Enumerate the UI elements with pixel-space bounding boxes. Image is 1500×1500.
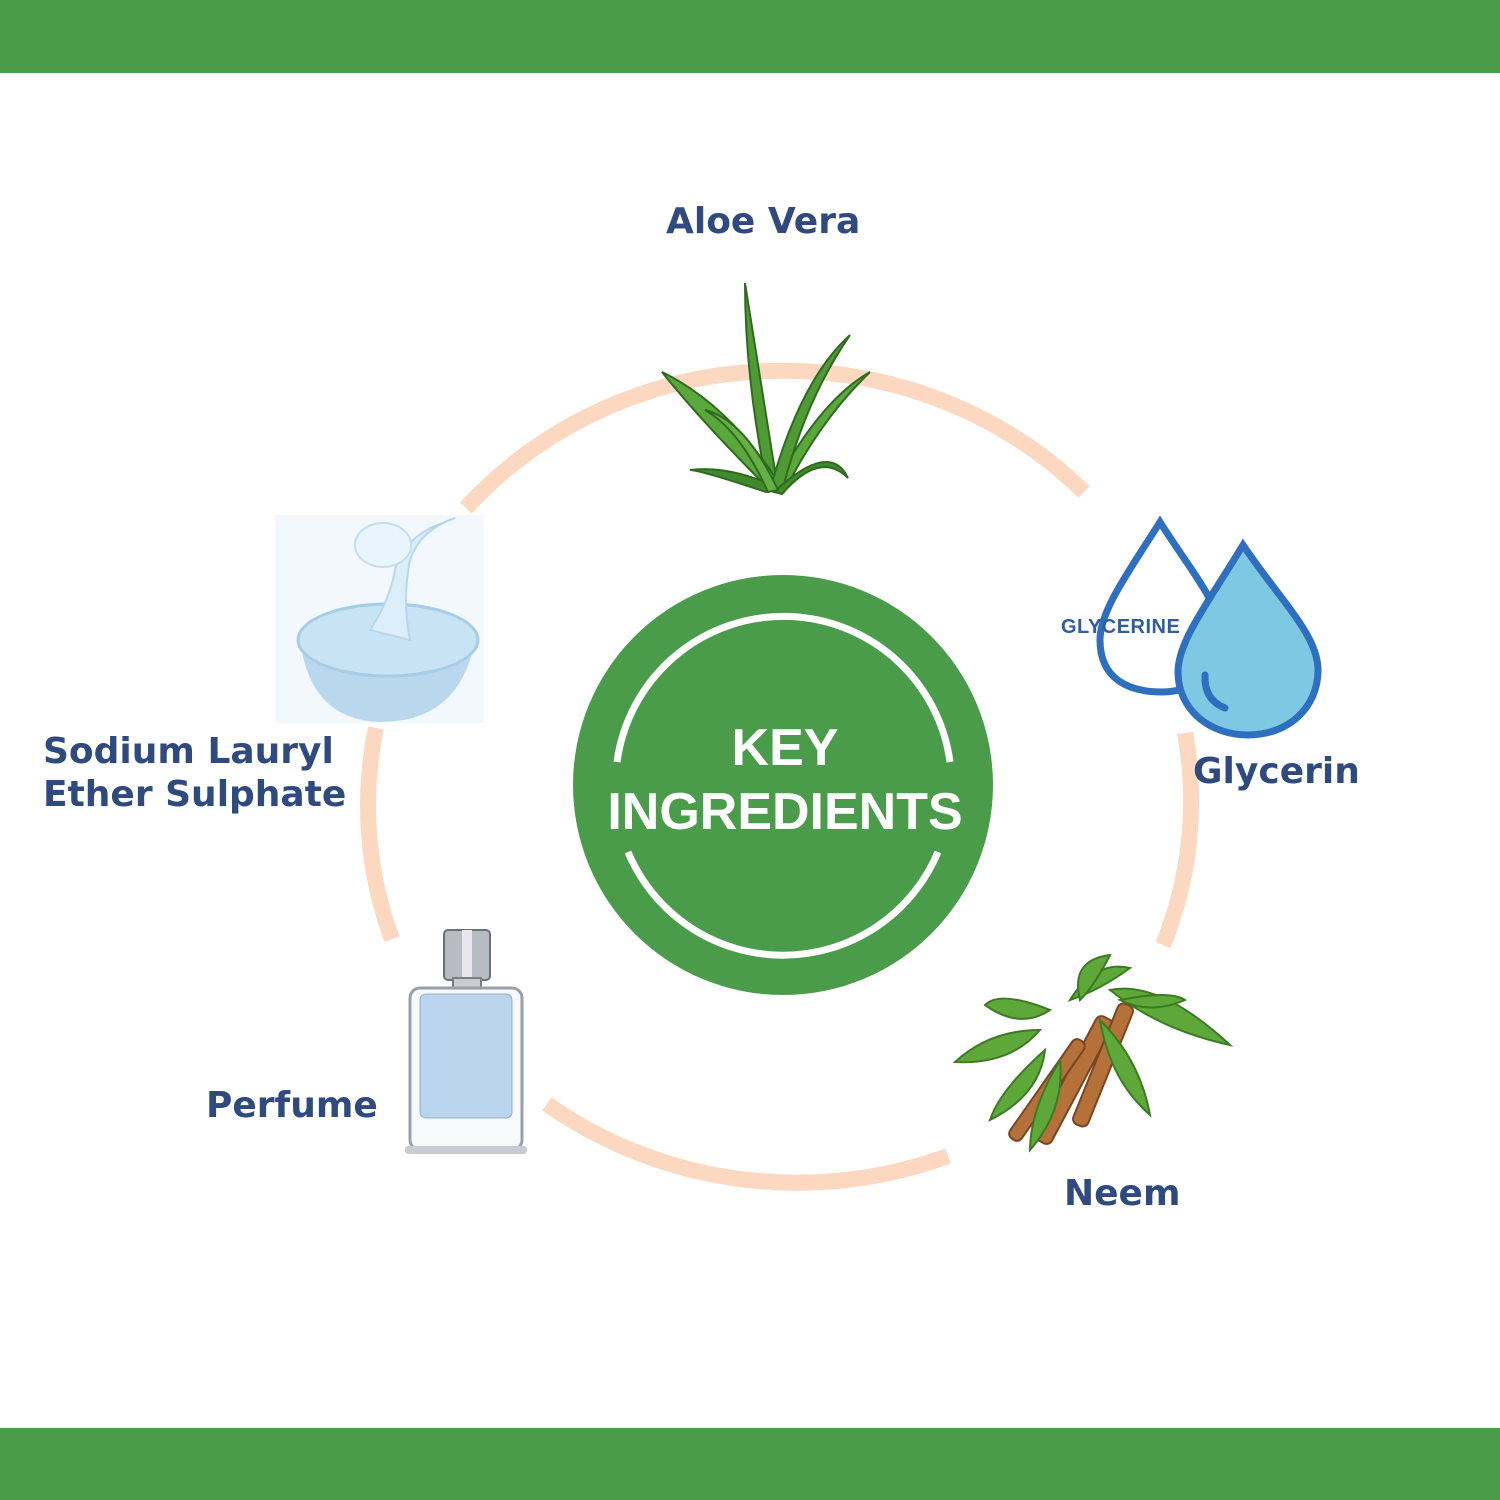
ring-arc-right	[1155, 731, 1200, 949]
center-inner-arc-bottom	[624, 850, 942, 959]
bottom-green-band	[0, 1428, 1500, 1500]
center-circle	[573, 575, 993, 995]
center-title-line2: INGREDIENTS	[607, 783, 963, 841]
perfume-bottle-icon	[405, 929, 527, 1154]
neem-leaves-icon	[952, 953, 1234, 1153]
glycerine-drop-front	[1174, 538, 1322, 739]
ingredient-label-perfume: Perfume	[206, 1085, 378, 1126]
center-inner-arc-top	[613, 612, 954, 763]
outer-ring	[360, 362, 1200, 1191]
ring-arc-top	[460, 362, 1090, 514]
ingredient-label-aloe-vera: Aloe Vera	[666, 201, 861, 242]
glycerine-icon-text: GLYCERINE	[1061, 616, 1180, 638]
top-green-band	[0, 0, 1500, 73]
ingredient-label-neem: Neem	[1064, 1173, 1181, 1214]
gel-bowl-icon	[275, 515, 483, 723]
center-badge	[573, 575, 993, 995]
ring-arc-left	[360, 726, 400, 942]
ring-arc-bottom	[542, 1097, 951, 1191]
glycerine-drops-icon: GLYCERINE	[1061, 515, 1322, 739]
ingredient-label-sles-line2: Ether Sulphate	[43, 774, 347, 815]
ingredient-label-glycerin: Glycerin	[1193, 751, 1360, 792]
center-title-line1: KEY	[731, 719, 839, 777]
aloe-vera-plant-icon	[661, 282, 871, 496]
ingredient-label-sles-line1: Sodium Lauryl	[43, 731, 334, 772]
